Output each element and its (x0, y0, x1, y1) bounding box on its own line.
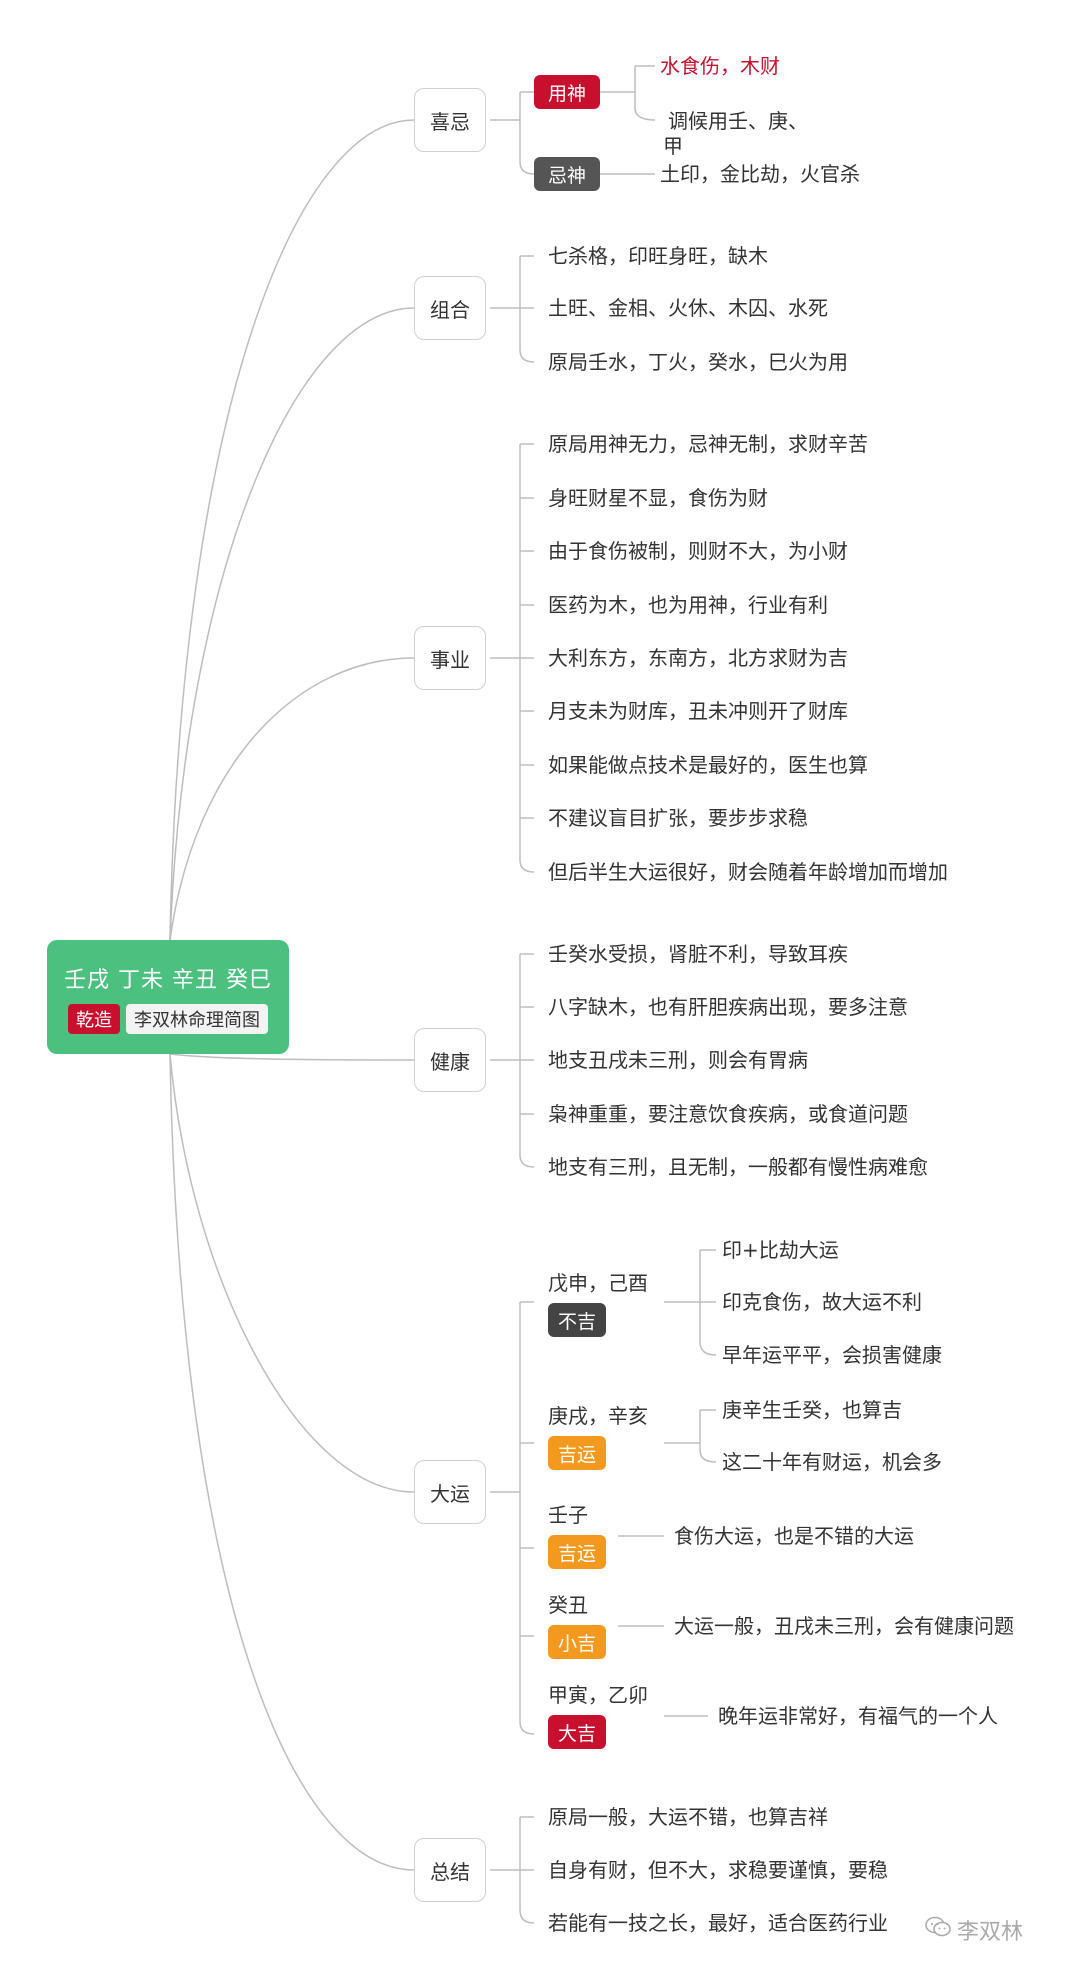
root-title: 壬戌 丁未 辛丑 癸巳 (64, 968, 272, 993)
shiye-item: 但后半生大运很好，财会随着年龄增加而增加 (548, 860, 948, 884)
dayun-period-tag: 吉运 (548, 1436, 607, 1470)
branch-shiye: 事业 (414, 626, 486, 690)
dayun-period-name: 甲寅，乙卯 (548, 1683, 648, 1707)
yongshen-item-3: 甲 (663, 134, 683, 158)
dayun-period-tag: 小吉 (548, 1625, 607, 1659)
zongjie-item: 若能有一技之长，最好，适合医药行业 (548, 1911, 888, 1935)
dayun-note: 晚年运非常好，有福气的一个人 (718, 1704, 998, 1728)
branch-jiankang: 健康 (414, 1028, 486, 1092)
dayun-note: 食伤大运，也是不错的大运 (674, 1524, 914, 1548)
root-subtitle: 李双林命理简图 (126, 1004, 268, 1034)
branch-zuhe: 组合 (414, 276, 486, 340)
jiankang-item: 地支丑戌未三刑，则会有胃病 (548, 1048, 808, 1072)
yongshen-item-2: 调候用壬、庚、 (668, 109, 808, 133)
zongjie-item: 原局一般，大运不错，也算吉祥 (548, 1805, 828, 1829)
dayun-period-tag: 大吉 (548, 1715, 607, 1749)
zuhe-item: 七杀格，印旺身旺，缺木 (548, 244, 768, 268)
dayun-note: 早年运平平，会损害健康 (722, 1343, 942, 1367)
dayun-note: 印+比劫大运 (722, 1238, 839, 1262)
dayun-period-tag: 不吉 (548, 1303, 607, 1337)
zuhe-item: 原局壬水，丁火，癸水，巳火为用 (548, 350, 848, 374)
dayun-note: 庚辛生壬癸，也算吉 (722, 1398, 902, 1422)
shiye-item: 大利东方，东南方，北方求财为吉 (548, 646, 848, 670)
shiye-item: 月支未为财库，丑未冲则开了财库 (548, 699, 848, 723)
dayun-note: 这二十年有财运，机会多 (722, 1450, 942, 1474)
branch-zongjie: 总结 (414, 1838, 486, 1902)
jiankang-item: 枭神重重，要注意饮食疾病，或食道问题 (548, 1102, 908, 1126)
jiankang-item: 壬癸水受损，肾脏不利，导致耳疾 (548, 942, 848, 966)
root-node: 壬戌 丁未 辛丑 癸巳 乾造 李双林命理简图 (47, 940, 289, 1054)
watermark: 李双林 (925, 1914, 1023, 1946)
dayun-period-name: 戊申，己酉 (548, 1271, 648, 1295)
jishen-tag: 忌神 (534, 157, 600, 191)
zongjie-item: 自身有财，但不大，求稳要谨慎，要稳 (548, 1858, 888, 1882)
wechat-icon (925, 1916, 951, 1944)
dayun-period-tag: 吉运 (548, 1535, 607, 1569)
zuhe-item: 土旺、金相、火休、木囚、水死 (548, 296, 828, 320)
dayun-note: 大运一般，丑戌未三刑，会有健康问题 (674, 1614, 1014, 1638)
yongshen-tag: 用神 (534, 75, 600, 109)
dayun-period-name: 庚戌，辛亥 (548, 1404, 648, 1428)
dayun-period-name: 壬子 (548, 1503, 588, 1527)
dayun-period-name: 癸丑 (548, 1593, 588, 1617)
jiankang-item: 八字缺木，也有肝胆疾病出现，要多注意 (548, 995, 908, 1019)
branch-xiji: 喜忌 (414, 88, 486, 152)
shiye-item: 不建议盲目扩张，要步步求稳 (548, 806, 808, 830)
root-tag: 乾造 (68, 1004, 120, 1034)
jishen-item: 土印，金比劫，火官杀 (660, 162, 860, 186)
shiye-item: 医药为木，也为用神，行业有利 (548, 593, 828, 617)
shiye-item: 身旺财星不显，食伤为财 (548, 486, 768, 510)
shiye-item: 如果能做点技术是最好的，医生也算 (548, 753, 868, 777)
shiye-item: 原局用神无力，忌神无制，求财辛苦 (548, 432, 868, 456)
dayun-note: 印克食伤，故大运不利 (722, 1290, 922, 1314)
watermark-text: 李双林 (957, 1920, 1024, 1945)
shiye-item: 由于食伤被制，则财不大，为小财 (548, 539, 848, 563)
branch-dayun: 大运 (414, 1460, 486, 1524)
yongshen-item-1: 水食伤，木财 (660, 54, 780, 78)
jiankang-item: 地支有三刑，且无制，一般都有慢性病难愈 (548, 1155, 928, 1179)
